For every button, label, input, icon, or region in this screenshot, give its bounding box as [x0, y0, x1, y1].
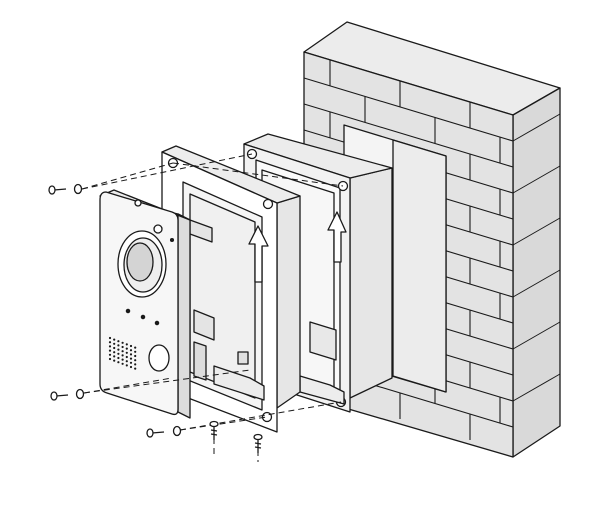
grille-hole	[113, 342, 116, 345]
grille-hole	[121, 362, 124, 365]
box-bottom-bracket	[309, 321, 337, 361]
station-side	[177, 213, 191, 419]
grille-hole	[125, 351, 128, 354]
indicator-dot-3	[154, 320, 160, 326]
grille-hole	[125, 355, 128, 359]
frame	[161, 145, 301, 433]
grille-hole	[129, 344, 133, 348]
washer-icon	[75, 388, 85, 400]
grille-hole	[129, 357, 133, 360]
grille-hole	[134, 346, 137, 349]
call-button	[148, 344, 170, 372]
screw-icon	[209, 420, 219, 440]
grille-hole	[113, 359, 116, 362]
door-station	[99, 189, 191, 419]
speaker-grille-icon	[108, 336, 137, 370]
sensor-dot	[169, 237, 175, 243]
grille-hole	[117, 348, 120, 351]
box-side	[349, 167, 393, 399]
grille-hole	[129, 349, 133, 352]
grille-hole	[113, 355, 116, 358]
grille-hole	[125, 360, 128, 363]
grille-hole	[121, 350, 124, 353]
grille-hole	[108, 336, 112, 340]
grille-hole	[125, 343, 128, 346]
grille-hole	[117, 344, 120, 347]
grille-hole	[108, 341, 112, 344]
grille-hole	[117, 340, 120, 343]
grille-hole	[134, 363, 137, 366]
grille-hole	[125, 364, 128, 367]
camera-lens	[117, 230, 167, 298]
wall-side-face	[512, 87, 561, 458]
screw-icon	[253, 433, 263, 453]
arrow-up-icon	[248, 225, 269, 283]
grille-hole	[117, 361, 120, 364]
frame-depth	[276, 195, 301, 409]
grille-hole	[113, 346, 116, 350]
grille-hole	[134, 367, 137, 370]
grille-hole	[121, 358, 124, 361]
frame-latch	[193, 341, 207, 381]
frame-hole-tr	[262, 198, 274, 210]
grille-hole	[134, 350, 137, 353]
grille-hole	[129, 361, 133, 364]
grille-hole	[121, 354, 124, 357]
screw-icon	[48, 185, 67, 195]
arrow-up-icon	[327, 211, 347, 263]
frame-small-tab	[237, 351, 249, 365]
indicator-dot-1	[125, 308, 131, 314]
grille-hole	[129, 353, 133, 356]
grille-hole	[134, 354, 137, 358]
station-lug-left	[134, 199, 142, 207]
alignment-lines	[81, 153, 344, 462]
fasteners	[48, 183, 263, 453]
grille-hole	[113, 351, 116, 354]
wall-side-bricks	[512, 113, 561, 402]
grille-hole	[129, 365, 133, 369]
washer-icon	[172, 425, 182, 437]
grille-hole	[108, 353, 112, 356]
grille-hole	[117, 356, 120, 360]
frame-bottom-clip	[213, 365, 265, 401]
station-lug-right	[153, 224, 163, 234]
frame-inner-bracket-mid	[193, 309, 215, 341]
mounting-plate-step	[392, 139, 447, 393]
grille-hole	[125, 347, 128, 350]
grille-hole	[117, 352, 120, 355]
grille-hole	[121, 345, 124, 349]
screw-icon	[146, 428, 165, 438]
grille-hole	[108, 357, 112, 361]
screw-icon	[50, 391, 69, 401]
grille-hole	[121, 341, 124, 344]
grille-hole	[108, 345, 112, 348]
grille-hole	[108, 349, 112, 352]
station-front	[99, 191, 179, 416]
lens-glass	[126, 242, 154, 282]
grille-hole	[134, 359, 137, 362]
washer-icon	[73, 183, 83, 195]
grille-hole	[113, 338, 116, 341]
indicator-dot-2	[140, 314, 146, 320]
